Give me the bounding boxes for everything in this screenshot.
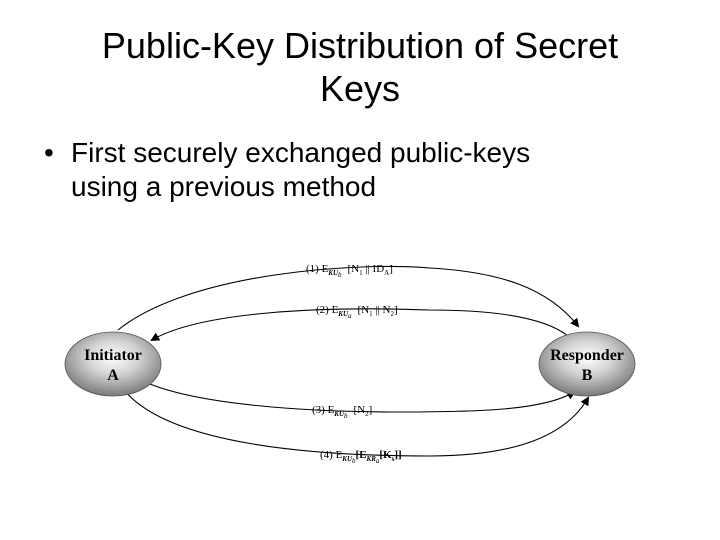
arrow-message-1	[117, 265, 580, 331]
arrow-message-2	[150, 308, 569, 342]
key-exchange-diagram: (1) EKUb[N1 || IDA] (2) EKUa[N1 || N2] (…	[64, 263, 636, 465]
arrow-message-3	[149, 383, 576, 413]
slide-title: Public-Key Distribution of Secret Keys	[0, 24, 720, 110]
responder-id: B	[582, 367, 593, 384]
initiator-node: Initiator A	[64, 331, 162, 397]
slide-title-line-1: Public-Key Distribution of Secret	[101, 25, 619, 66]
message-4-label: (4) EKUb[EKRa[Ks]]	[320, 449, 402, 465]
responder-node: Responder B	[538, 331, 636, 397]
message-3-label: (3) EKUb[N2]	[312, 404, 372, 420]
initiator-id: A	[107, 367, 119, 384]
bullet-marker: •	[44, 137, 54, 168]
bullet-text-line-2: using a previous method	[71, 171, 377, 202]
responder-label: Responder	[550, 347, 624, 364]
slide-title-line-2: Keys	[319, 68, 401, 109]
message-1-label: (1) EKUb[N1 || IDA]	[306, 263, 393, 279]
bullet-point: • First securely exchanged public-keys u…	[44, 136, 684, 204]
initiator-label: Initiator	[84, 347, 142, 364]
arrow-message-4	[123, 389, 589, 457]
message-2-label: (2) EKUa[N1 || N2]	[316, 304, 398, 320]
bullet-text: First securely exchanged public-keys usi…	[71, 136, 684, 204]
bullet-text-line-1: First securely exchanged public-keys	[71, 137, 531, 168]
